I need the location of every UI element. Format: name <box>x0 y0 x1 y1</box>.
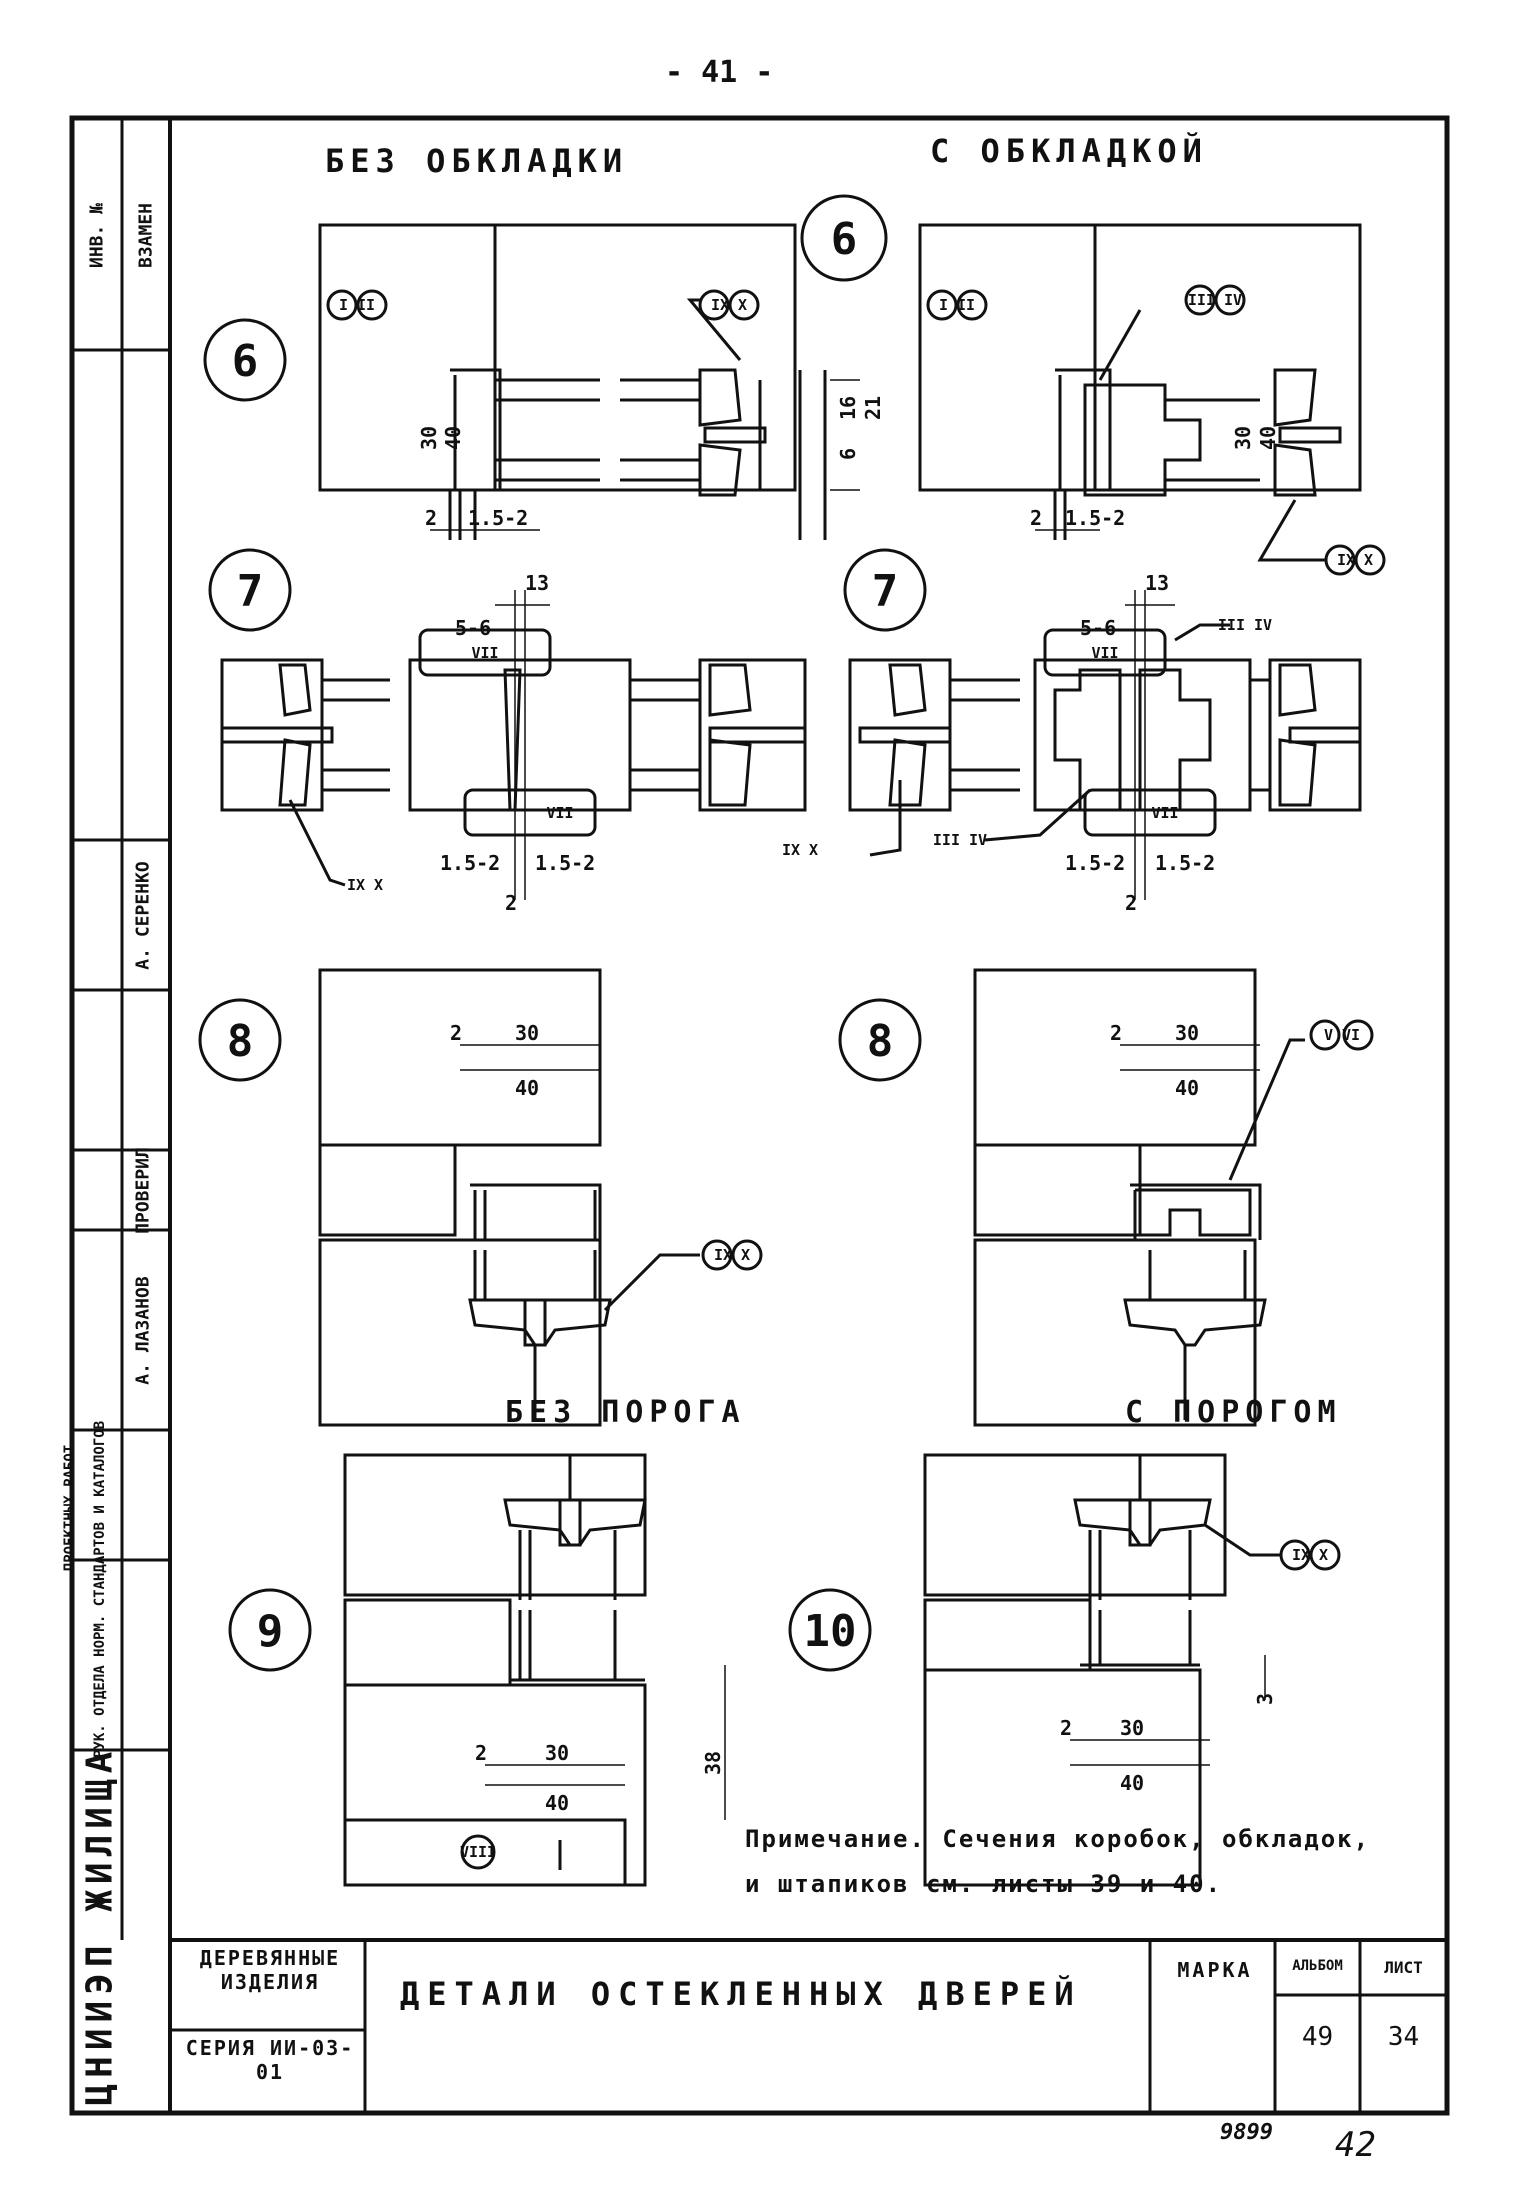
dim-1-5-2-d: 1.5-2 <box>1155 851 1215 875</box>
bottom-page: 42 <box>1335 2125 1376 2165</box>
title-block: ДЕРЕВЯННЫЕ ИЗДЕЛИЯ СЕРИЯ ИИ-03-01 ДЕТАЛИ… <box>170 1940 1447 2113</box>
dim-1-5-2-b: 1.5-2 <box>535 851 595 875</box>
dim-38: 38 <box>701 1751 725 1775</box>
dim-2-10: 2 <box>1060 1716 1072 1740</box>
dim-30-right: 30 <box>1231 426 1255 450</box>
dim-2-c: 2 <box>1125 891 1137 915</box>
dim-6: 6 <box>836 448 860 460</box>
dim-30: 30 <box>417 426 441 450</box>
dim-40-9: 40 <box>545 1791 569 1815</box>
dim-1-5-2-right: 1.5-2 <box>1065 506 1125 530</box>
detail-8-right: 8 <box>867 1016 894 1067</box>
stamp-inv: ИНВ. № <box>86 202 108 269</box>
callout-IX-X-right: IX X <box>1337 551 1373 569</box>
dim-21: 21 <box>861 396 885 420</box>
stamp-surname-2: А. ЛАЗАНОВ <box>132 1276 154 1385</box>
callout-VIII: VIII <box>460 1843 496 1861</box>
callout-V-VI: V VI <box>1324 1026 1360 1044</box>
dim-2-8r: 2 <box>1110 1021 1122 1045</box>
tb-title: ДЕТАЛИ ОСТЕКЛЕННЫХ ДВЕРЕЙ <box>400 1975 1082 2013</box>
callout-III-IV: III IV <box>1188 291 1242 309</box>
dim-2-right: 2 <box>1030 506 1042 530</box>
stamp-surname-1: А. СЕРЕНКО <box>132 861 154 970</box>
stamp-vzamen: ВЗАМЕН <box>135 202 157 269</box>
heading-with-threshold: С ПОРОГОМ <box>1125 1395 1342 1430</box>
dim-40-8l: 40 <box>515 1076 539 1100</box>
dim-2: 2 <box>425 506 437 530</box>
tb-mark-label: МАРКА <box>1177 1958 1253 1982</box>
detail-7-right: 7 <box>872 566 899 617</box>
dim-13-right: 13 <box>1145 571 1169 595</box>
callout-IX-X-7r: IX X <box>782 841 818 859</box>
dim-2-8l: 2 <box>450 1021 462 1045</box>
callout-VII-bottom: VII <box>546 804 573 822</box>
tb-sheet-value: 34 <box>1387 2022 1420 2052</box>
callout-I-II-right: I II <box>939 296 975 314</box>
dim-2-9: 2 <box>475 1741 487 1765</box>
callout-IX-X-8l: IX X <box>714 1246 750 1264</box>
note-line-2: и штапиков см. листы 39 и 40. <box>745 1870 1223 1898</box>
dim-13: 13 <box>525 571 549 595</box>
dim-16: 16 <box>836 396 860 420</box>
note-line-1: Примечание. Сечения коробок, обкладок, <box>745 1825 1371 1853</box>
dim-5-6: 5-6 <box>455 616 491 640</box>
detail-10: 10 <box>804 1606 857 1657</box>
dim-40: 40 <box>441 426 465 450</box>
callout-I-II: I II <box>339 296 375 314</box>
page-number-top: - 41 - <box>665 55 774 90</box>
dim-30-9: 30 <box>545 1741 569 1765</box>
stamp-checked: ПРОВЕРИЛ <box>132 1147 154 1234</box>
stamp-proj-works: ПРОЕКТНЫХ РАБОТ <box>62 1444 78 1572</box>
callout-IX-X-10: IX X <box>1292 1546 1328 1564</box>
callout-VII-top: VII <box>471 644 498 662</box>
tb-series: СЕРИЯ ИИ-03-01 <box>185 2036 355 2084</box>
dim-1-5-2: 1.5-2 <box>468 506 528 530</box>
tb-album-value: 49 <box>1301 2022 1334 2052</box>
stamp-org: ЦНИИЭП ЖИЛИЩА <box>79 1745 121 2106</box>
callout-III-IV-7r: III IV <box>1218 616 1272 634</box>
callout-III-IV-7r-b: III IV <box>933 831 987 849</box>
callout-VII-top-r: VII <box>1091 644 1118 662</box>
detail-6-right: 6 <box>831 214 858 265</box>
heading-with-trim: С ОБКЛАДКОЙ <box>930 132 1208 170</box>
callout-IX-X: IX X <box>711 296 747 314</box>
dim-30-10: 30 <box>1120 1716 1144 1740</box>
dim-40-right: 40 <box>1256 426 1280 450</box>
dim-1-5-2-a: 1.5-2 <box>440 851 500 875</box>
heading-without-trim: БЕЗ ОБКЛАДКИ <box>325 142 629 180</box>
stamp-head-dept: РУК. ОТДЕЛА НОРМ. СТАНДАРТОВ И КАТАЛОГОВ <box>92 1420 108 1758</box>
tb-album-label: АЛЬБОМ <box>1292 1958 1343 1974</box>
tb-sheet-label: ЛИСТ <box>1384 1958 1423 1977</box>
heading-without-threshold: БЕЗ ПОРОГА <box>505 1395 746 1430</box>
detail-9: 9 <box>257 1606 284 1657</box>
dim-30-8l: 30 <box>515 1021 539 1045</box>
dim-40-8r: 40 <box>1175 1076 1199 1100</box>
callout-VII-bottom-r: VII <box>1151 804 1178 822</box>
dim-1-5-2-c: 1.5-2 <box>1065 851 1125 875</box>
bottom-code: 9899 <box>1220 2120 1273 2145</box>
detail-6-left: 6 <box>232 336 259 387</box>
tb-category: ДЕРЕВЯННЫЕ ИЗДЕЛИЯ <box>199 1946 341 1994</box>
detail-7-left: 7 <box>237 566 264 617</box>
dim-3: 3 <box>1253 1693 1277 1705</box>
detail-8-left: 8 <box>227 1016 254 1067</box>
dim-5-6-right: 5-6 <box>1080 616 1116 640</box>
dim-40-10: 40 <box>1120 1771 1144 1795</box>
callout-IX-X-7l: IX X <box>347 876 383 894</box>
dim-2-b: 2 <box>505 891 517 915</box>
dim-30-8r: 30 <box>1175 1021 1199 1045</box>
